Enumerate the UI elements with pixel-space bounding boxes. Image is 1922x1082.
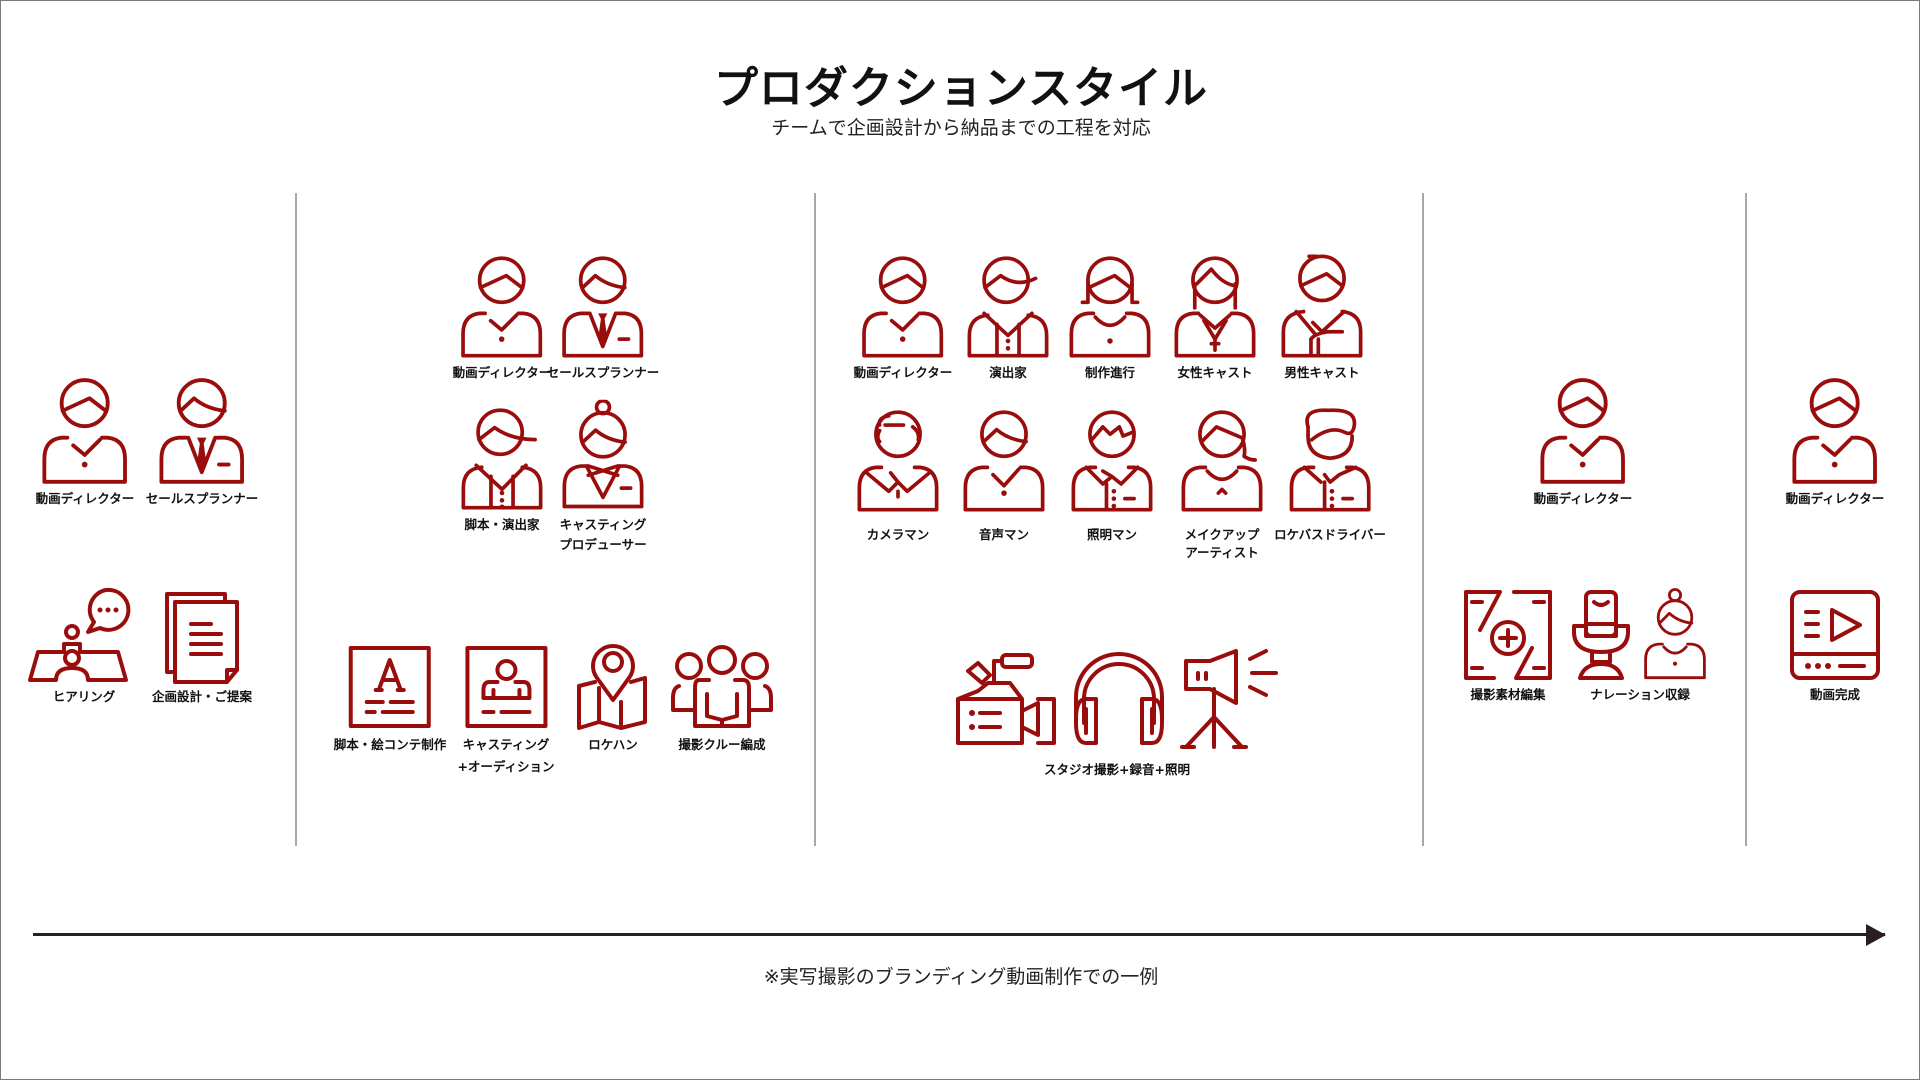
person-makeup-icon — [1176, 404, 1268, 516]
video-camera-icon — [956, 653, 1056, 745]
person-female-cast-icon — [1169, 250, 1261, 362]
role-label: 制作進行 — [1084, 365, 1135, 380]
role-label: アーティスト — [1185, 545, 1259, 560]
role-label: プロデューサー — [559, 537, 647, 552]
task-label: 撮影クルー編成 — [678, 737, 766, 752]
person-lighting-icon — [1066, 404, 1158, 516]
role-director: 動画ディレクター — [452, 250, 552, 384]
crew-group-icon — [671, 645, 773, 728]
person-sound-icon — [958, 404, 1050, 516]
task-studio-shoot: スタジオ撮影+録音+照明 — [954, 643, 1280, 781]
person-production-manager-icon — [1064, 250, 1156, 362]
person-director-icon — [857, 250, 949, 362]
task-footage-editing: 撮影素材編集 — [1462, 588, 1554, 706]
role-stage-director: 演出家 — [962, 250, 1054, 384]
role-director: 動画ディレクター — [853, 250, 953, 384]
task-hearing: ヒアリング — [26, 586, 142, 708]
task-label: 脚本・絵コンテ制作 — [333, 737, 447, 752]
timeline-arrow-line — [33, 933, 1885, 936]
task-label: 動画完成 — [1809, 687, 1860, 702]
meeting-chat-icon — [28, 587, 131, 682]
role-makeup-artist: メイクアップ アーティスト — [1176, 404, 1268, 564]
role-label: 脚本・演出家 — [464, 517, 540, 532]
task-planning-proposal: 企画設計・ご提案 — [152, 590, 252, 708]
task-label: ロケハン — [588, 737, 638, 752]
person-director-icon — [456, 250, 548, 362]
microphone-icon — [1572, 590, 1630, 680]
person-cameraman-icon — [852, 404, 944, 516]
role-female-cast: 女性キャスト — [1169, 250, 1261, 384]
task-crew-formation: 撮影クルー編成 — [669, 644, 775, 756]
task-script-storyboard: 脚本・絵コンテ制作 — [333, 644, 447, 756]
footnote: ※実写撮影のブランディング動画制作での一例 — [763, 966, 1159, 988]
arrow-right-icon — [1866, 924, 1886, 946]
studio-light-icon — [1180, 649, 1278, 749]
role-label: 照明マン — [1086, 527, 1137, 542]
phase-divider — [1745, 193, 1747, 846]
role-label: カメラマン — [866, 527, 930, 542]
person-male-cast-icon — [1276, 250, 1368, 362]
map-pin-icon — [577, 644, 647, 730]
person-director-icon — [1787, 372, 1883, 488]
task-label: 企画設計・ご提案 — [151, 689, 253, 704]
person-planner-tie-icon — [154, 372, 250, 488]
person-writer-icon — [456, 402, 548, 514]
phase-divider — [814, 193, 816, 846]
role-director: 動画ディレクター — [1533, 372, 1633, 510]
role-label: セールスプランナー — [546, 365, 660, 380]
role-label: 動画ディレクター — [35, 491, 135, 506]
role-label: 女性キャスト — [1177, 365, 1253, 380]
person-narrator-icon — [1644, 588, 1706, 680]
role-label: 動画ディレクター — [1533, 491, 1633, 506]
person-casting-producer-icon — [557, 396, 649, 514]
role-label: 動画ディレクター — [1785, 491, 1885, 506]
role-male-cast: 男性キャスト — [1276, 250, 1368, 384]
role-production-manager: 制作進行 — [1064, 250, 1156, 384]
role-label: セールスプランナー — [145, 491, 259, 506]
role-casting-producer: キャスティング プロデューサー — [557, 396, 649, 556]
role-label: 音声マン — [978, 527, 1029, 542]
role-label: 演出家 — [989, 365, 1027, 380]
phase-divider — [295, 193, 297, 846]
phase-divider — [1422, 193, 1424, 846]
role-writer-director: 脚本・演出家 — [456, 402, 548, 536]
task-video-complete: 動画完成 — [1788, 588, 1882, 706]
role-label: 男性キャスト — [1284, 365, 1360, 380]
role-director: 動画ディレクター — [1785, 372, 1885, 510]
role-label: キャスティング — [559, 517, 647, 532]
task-narration-recording: ナレーション収録 — [1570, 588, 1710, 706]
task-location-scouting: ロケハン — [575, 642, 651, 756]
page-subtitle: チームで企画設計から納品までの工程を対応 — [771, 117, 1151, 139]
document-stack-icon — [164, 592, 239, 684]
task-label: ヒアリング — [52, 689, 116, 704]
film-edit-icon — [1464, 590, 1552, 680]
role-sales-planner: セールスプランナー — [546, 250, 660, 384]
role-cameraman: カメラマン — [852, 404, 944, 546]
task-label: 撮影素材編集 — [1470, 687, 1546, 702]
casting-profile-icon — [464, 646, 547, 728]
role-director: 動画ディレクター — [35, 372, 135, 510]
person-director-icon — [37, 372, 133, 488]
role-label: 動画ディレクター — [853, 365, 953, 380]
role-label: ロケバスドライバー — [1274, 527, 1386, 542]
script-storyboard-icon — [348, 646, 431, 728]
role-bus-driver: ロケバスドライバー — [1274, 404, 1386, 546]
task-label: スタジオ撮影+録音+照明 — [1044, 762, 1190, 777]
role-label: 動画ディレクター — [452, 365, 552, 380]
person-stage-director-icon — [962, 250, 1054, 362]
page-title: プロダクションスタイル — [713, 63, 1209, 114]
person-planner-tie-icon — [557, 250, 649, 362]
person-driver-icon — [1284, 404, 1376, 516]
person-director-icon — [1535, 372, 1631, 488]
role-sales-planner: セールスプランナー — [145, 372, 259, 510]
task-label: +オーディション — [457, 759, 555, 774]
task-casting-audition: キャスティング +オーディション — [457, 644, 555, 778]
task-label: キャスティング — [462, 737, 550, 752]
video-player-icon — [1790, 590, 1880, 680]
role-lighting: 照明マン — [1066, 404, 1158, 546]
headphones-icon — [1074, 652, 1164, 745]
role-sound: 音声マン — [958, 404, 1050, 546]
task-label: ナレーション収録 — [1590, 687, 1690, 702]
role-label: メイクアップ — [1184, 527, 1260, 542]
